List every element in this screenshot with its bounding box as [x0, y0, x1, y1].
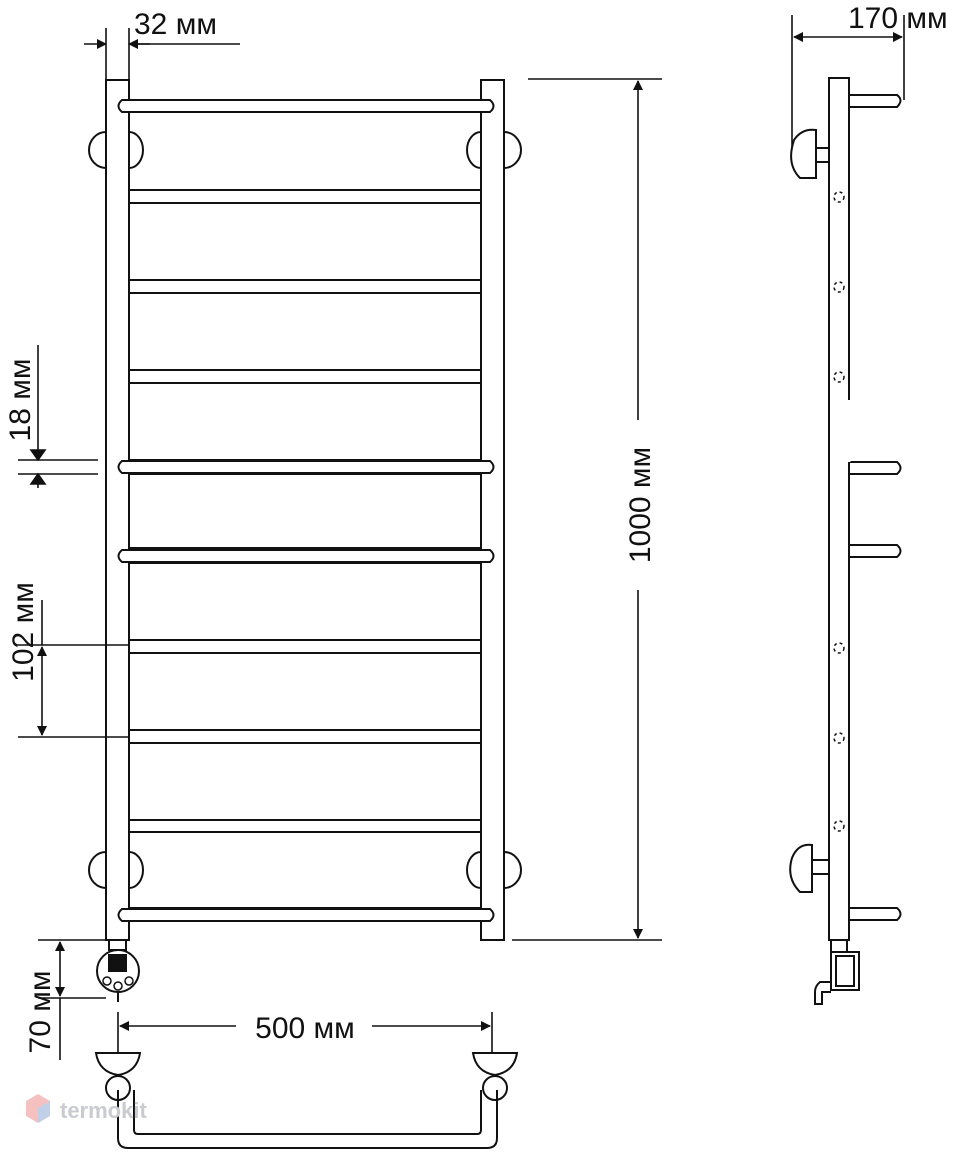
side-arm-mid-2: [849, 544, 902, 558]
rung-panel: [128, 382, 482, 461]
heater-unit: [96, 939, 140, 1002]
rung-panel: [128, 473, 482, 549]
towel-bar: [117, 99, 495, 113]
towel-bar: [117, 549, 495, 563]
side-heater: [814, 939, 860, 1005]
side-mount-top: [790, 128, 817, 179]
front-view: [88, 79, 522, 1002]
wall-brackets: [88, 131, 522, 889]
towel-bar: [117, 908, 495, 922]
towel-bar: [117, 460, 495, 474]
rung-panel: [128, 109, 482, 191]
side-view: [789, 77, 902, 1005]
right-upright: [480, 79, 505, 941]
side-holes: [833, 191, 845, 832]
rung-panel: [128, 292, 482, 371]
dim-label-tube-width: 32 мм: [134, 8, 217, 41]
dim-label-rung-thickness: 18 мм: [4, 359, 37, 442]
side-arm-top: [849, 94, 902, 108]
plan-flange-right: [471, 1052, 519, 1077]
top-view: [94, 1052, 519, 1149]
side-arm-bottom: [849, 907, 902, 921]
termokit-logo: [26, 1094, 50, 1123]
side-mount-bottom: [789, 843, 813, 893]
plan-knob-left: [105, 1075, 131, 1101]
bracket-bottom-left: [88, 851, 107, 889]
bracket-top-right: [466, 131, 482, 169]
dim-label-heater-offset: 70 мм: [24, 971, 57, 1054]
side-arm-mid-1: [849, 461, 902, 475]
rung-panel: [128, 652, 482, 731]
dim-label-mount-width: 500 мм: [255, 1012, 355, 1045]
plan-rail: [117, 1090, 498, 1149]
plan-flange-left: [94, 1052, 142, 1077]
dim-label-total-height: 1000 мм: [624, 447, 657, 563]
rung-panel: [128, 562, 482, 641]
rung-panel: [128, 202, 482, 281]
watermark-text: termokit: [60, 1098, 147, 1123]
bracket-bottom-right: [466, 851, 482, 889]
side-upright: [828, 77, 850, 941]
dim-label-rung-spacing: 102 мм: [7, 582, 40, 682]
left-upright: [105, 79, 130, 941]
plan-knob-right: [482, 1075, 508, 1101]
bracket-top-left: [88, 131, 107, 169]
dim-label-side-depth: 170 мм: [848, 2, 948, 35]
rung-panel: [128, 742, 482, 821]
rung-panel: [128, 831, 482, 909]
towel-bars: [117, 99, 495, 922]
rung-panels: [128, 109, 482, 909]
